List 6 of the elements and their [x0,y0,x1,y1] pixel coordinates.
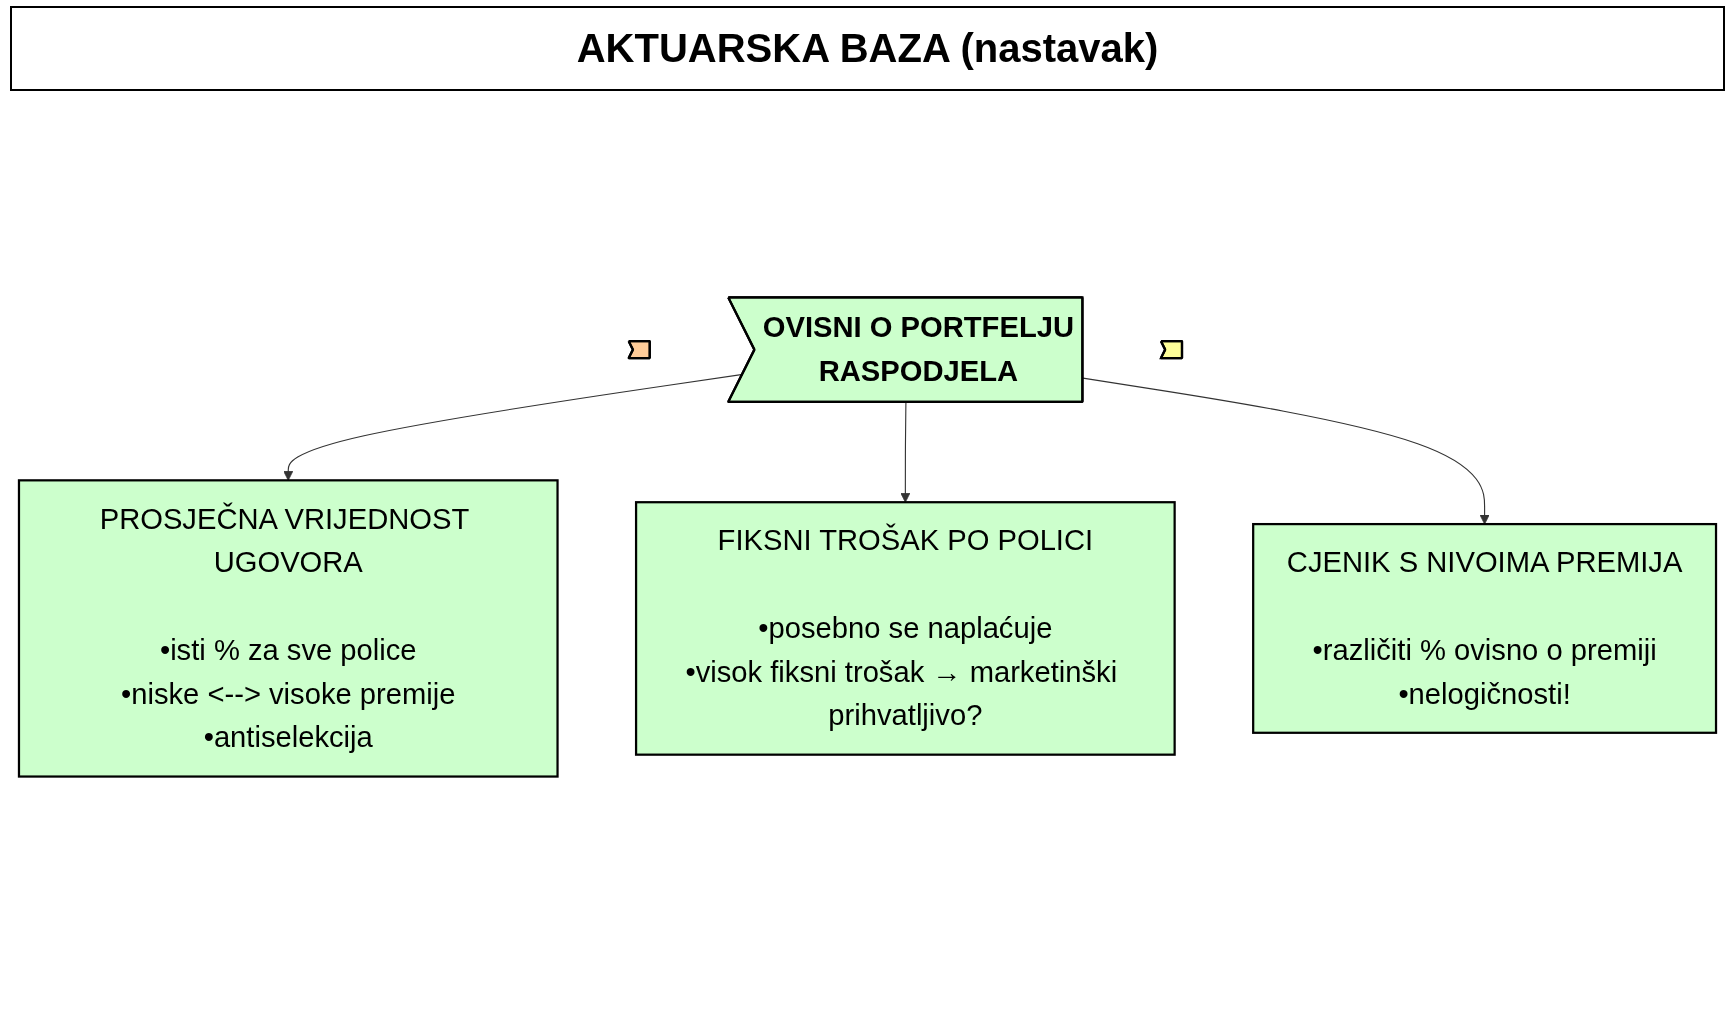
node-box: CJENIK S NIVOIMA PREMIJA •različiti % ovisno o premiji •nelogičnosti! [1252,523,1718,734]
title-banner: AKTUARSKA BAZA (nastavak) [10,6,1725,91]
arrow [900,401,911,503]
node-box: FIKSNI TROŠAK PO POLICI •posebno se naplaćuje •visok fiksni trošak → marketinški prihvatljivo? [634,501,1176,756]
arrow [1082,377,1490,525]
node-box: PROSJEČNA VRIJEDNOST UGOVORA •isti % za sve police •niske <--> visoke premije •antiselekcija [17,479,559,778]
